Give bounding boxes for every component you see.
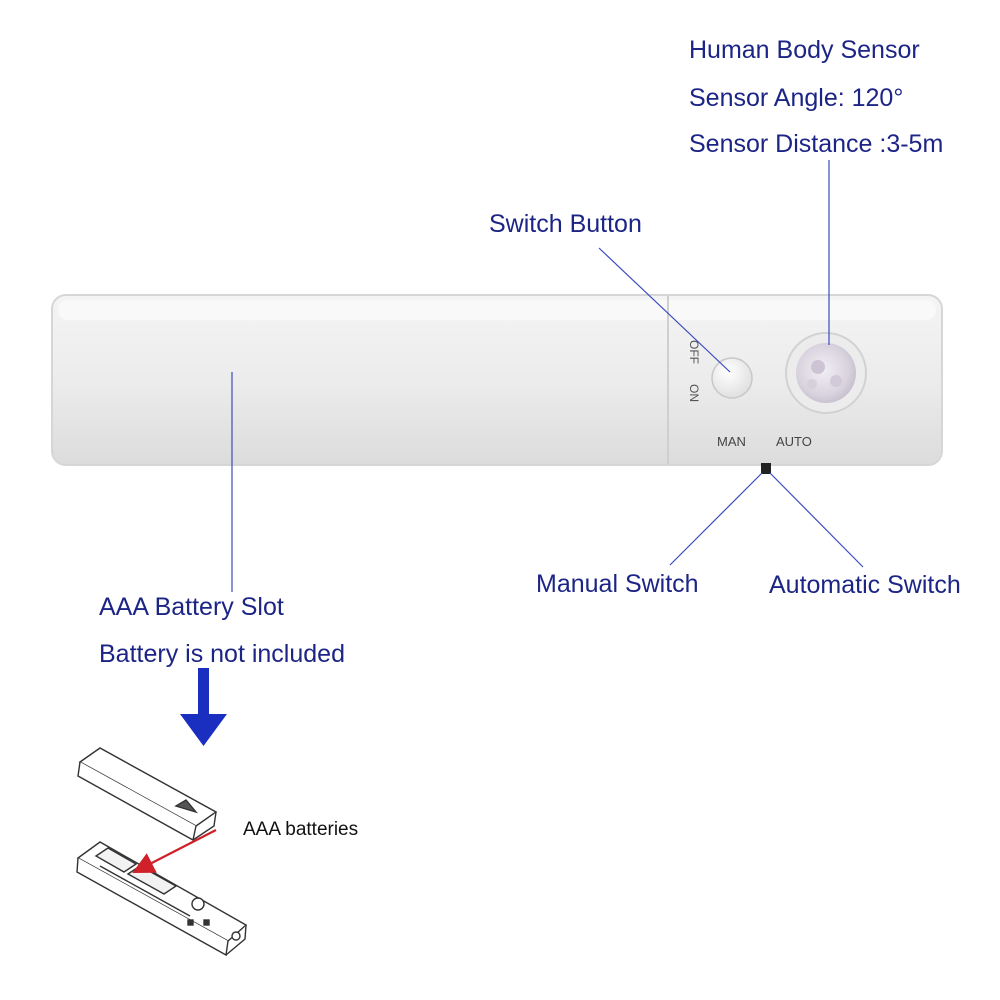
aaa-batteries-label: AAA batteries	[243, 819, 359, 840]
auto-marking: AUTO	[776, 434, 812, 449]
leader-lines	[231, 160, 864, 592]
on-marking: ON	[687, 384, 701, 402]
sensor-distance: Sensor Distance :3-5m	[689, 130, 944, 158]
manual-switch-label: Manual Switch	[536, 570, 699, 598]
battery-not-included-label: Battery is not included	[99, 640, 345, 668]
sensor-angle: Sensor Angle: 120°	[689, 84, 904, 112]
switch-button-label: Switch Button	[489, 210, 642, 238]
battery-cover-sketch	[77, 747, 218, 842]
pir-sensor-lens	[785, 332, 867, 414]
down-arrow-icon	[180, 668, 227, 746]
off-marking: OFF	[687, 340, 701, 364]
battery-slot-label: AAA Battery Slot	[99, 593, 284, 621]
automatic-switch-label: Automatic Switch	[769, 571, 961, 599]
red-arrow-icon	[132, 829, 217, 874]
sensor-title: Human Body Sensor	[689, 36, 920, 64]
mode-slide-switch	[761, 463, 771, 474]
switch-button-knob	[711, 357, 753, 399]
man-marking: MAN	[717, 434, 746, 449]
battery-compartment-sketch	[76, 841, 248, 957]
sensor-light-body	[51, 294, 943, 466]
